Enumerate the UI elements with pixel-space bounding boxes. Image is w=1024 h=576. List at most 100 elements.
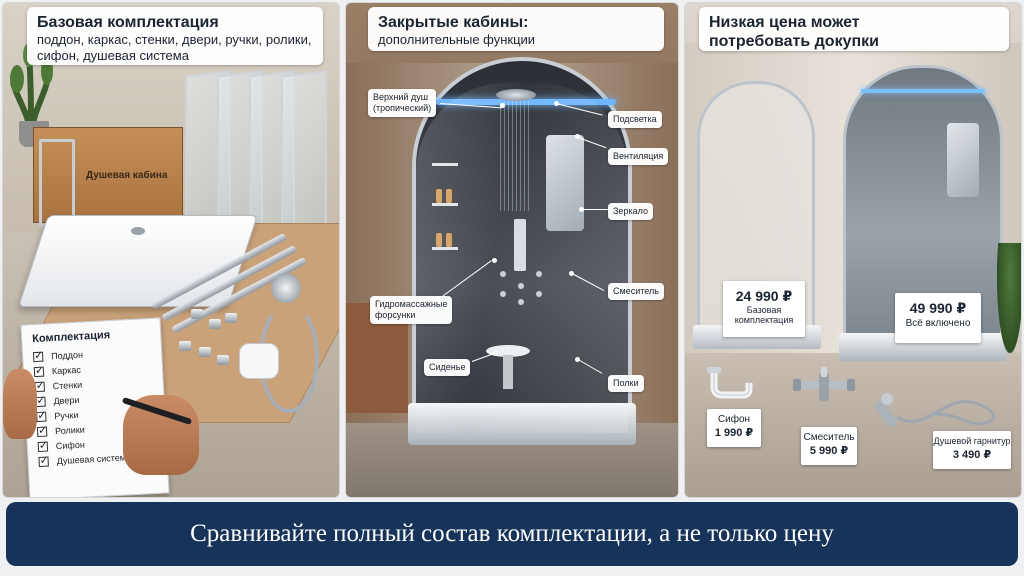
panel-subtitle-line1: поддон, каркас, стенки, двери, ручки, ро… [37,32,312,47]
checklist-item-label: Ручки [54,409,79,421]
cabin-glass [416,83,628,433]
callout-mirror: Зеркало [608,203,653,220]
siphon-icon [707,367,753,399]
led-light-strip [861,89,985,93]
title-card-price: Низкая цена может потребовать докупки [699,7,1009,51]
callout-dot [554,101,559,106]
bottle-icon [446,233,452,247]
panel-subtitle: дополнительные функции [378,32,536,47]
seat-leg [503,355,513,389]
massage-jet-icon [500,271,506,277]
tray-drain-icon [131,227,145,235]
price-value: 3 490 ₽ [952,449,992,461]
bottle-icon [436,189,442,203]
callout-ventilation: Вентиляция [608,148,669,165]
price-card-basic: 24 990 ₽ Базовая комплектация [723,281,805,337]
massage-jet-icon [536,291,542,297]
price-value: 24 990 ₽ [735,288,793,304]
handle-fitting [217,355,229,365]
callout-seat: Сиденье [424,359,471,376]
mixer-icon [793,367,855,401]
callout-mixer: Смеситель [608,283,664,300]
led-light-strip [436,99,616,105]
checklist-item-label: Сифон [55,439,86,451]
massage-jet-icon [500,291,506,297]
corner-shelf [432,203,458,206]
rain-shower-icon [496,89,536,101]
price-card-mixer: Смеситель 5 990 ₽ [801,427,857,465]
panel-title: Закрытые кабины: [378,14,529,31]
panel-title-line2: потребовать докупки [709,33,879,50]
handle-fitting [199,347,211,357]
callout-dot [575,134,580,139]
title-card-basic: Базовая комплектация поддон, каркас, сте… [27,7,323,65]
roller-fitting [225,313,237,323]
panel-title: Базовая комплектация [37,14,219,31]
box-label: Душевая кабина [86,170,168,181]
checkbox-checked-icon [32,351,44,362]
callout-text: Гидромассажные [375,299,448,309]
price-label: Смеситель [803,432,855,443]
bottom-banner: Сравнивайте полный состав комплектации, … [6,502,1018,566]
checklist-item-label: Каркас [51,364,82,376]
price-label: комплектация [734,315,794,325]
callout-lighting: Подсветка [608,111,662,128]
hand-shower-icon [271,273,301,303]
checklist-item-label: Стенки [52,379,83,391]
callout-text: форсунки [375,310,416,320]
roller-fitting [191,309,203,319]
corner-shelf [432,247,458,250]
glass-panel [281,70,327,246]
massage-jet-icon [518,299,524,305]
callout-rain-shower: Верхний душ (тропический) [368,89,437,117]
massage-jet-icon [536,271,542,277]
callout-dot [569,271,574,276]
bottle-icon [436,233,442,247]
water-stream [500,101,532,211]
price-label: Базовая [746,305,782,315]
bottle-icon [446,189,452,203]
panel-subtitle-line2: сифон, душевая система [37,48,189,63]
shipping-box: Душевая кабина [33,127,183,223]
checkbox-checked-icon [36,411,47,422]
siphon-icon [239,343,279,379]
price-value: 49 990 ₽ [909,300,967,316]
checkbox-checked-icon [33,366,45,377]
cabin-mirror [947,123,979,197]
massage-jet-icon [518,283,524,289]
handle-fitting [179,341,191,351]
shower-set-icon [875,393,996,428]
panel-basic-kit: Душевая кабина Базовая комплектация подд… [2,2,340,498]
price-card-siphon: Сифон 1 990 ₽ [707,409,761,447]
frame-rack [39,139,75,227]
callout-dot [500,103,505,108]
banner-text: Сравнивайте полный состав комплектации, … [190,520,834,547]
checklist-item-label: Душевая система [56,451,132,466]
price-value: 5 990 ₽ [809,445,849,457]
callout-shelves: Полки [608,375,644,392]
callout-dot [579,207,584,212]
callout-text: (тропический) [373,103,432,113]
checklist-item-label: Поддон [50,349,84,361]
checklist-title: Комплектация [31,329,111,346]
panel-closed-cabins: Закрытые кабины: дополнительные функции … [345,2,679,498]
cabin-base [408,403,636,445]
callout-massage-jets: Гидромассажные форсунки [370,296,453,324]
price-card-full: 49 990 ₽ Всё включено [895,293,981,343]
checklist-item-label: Ролики [54,424,85,436]
checkbox-checked-icon [37,441,49,452]
price-value: 1 990 ₽ [714,427,754,439]
plant-icon [997,243,1021,353]
checkbox-checked-icon [38,456,49,467]
corner-shelf [432,163,458,166]
callout-text: Верхний душ [373,92,428,102]
price-label: Душевой гарнитур [933,436,1011,446]
panel-price-comparison: Низкая цена может потребовать докупки 24… [684,2,1022,498]
callout-dot [492,258,497,263]
left-hand [3,369,37,439]
callout-dot [493,351,498,356]
panel-title-line1: Низкая цена может [709,14,860,31]
price-card-shower-set: Душевой гарнитур 3 490 ₽ [933,431,1011,469]
roller-fitting [209,319,221,329]
price-label: Сифон [717,414,751,425]
